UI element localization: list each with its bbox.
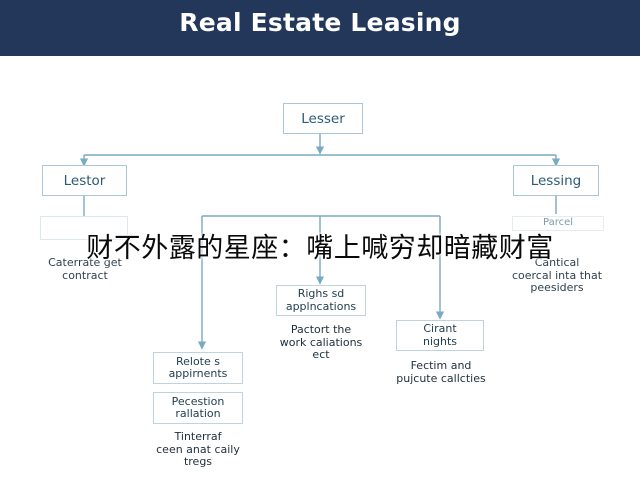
title-banner: Real Estate Leasing xyxy=(0,0,640,56)
node-recession-relation: Pecestion rallation xyxy=(153,392,243,424)
node-lestor: Lestor xyxy=(42,165,127,196)
node-current-rights: Cirant nights xyxy=(396,320,484,351)
lessing-note: Cantical coercal inta that peesiders xyxy=(511,256,603,294)
node-lessing: Lessing xyxy=(513,165,599,196)
node-lesser: Lesser xyxy=(283,103,363,134)
lestor-note: Caterrate get contract xyxy=(48,256,122,282)
overlay-caption: 财不外露的星座：嘴上喊穷却暗藏财富 xyxy=(86,233,554,264)
node-relate-appointments: Relote s appirnents xyxy=(153,352,243,384)
lessing-sub-box: Parcel xyxy=(512,216,604,231)
page-title: Real Estate Leasing xyxy=(179,8,461,37)
rights-note: Pactort the work caliations ect xyxy=(279,323,363,361)
recession-note: Tinterraf ceen anat caily tregs xyxy=(156,430,240,468)
current-note: Fectim and pujcute callcties xyxy=(396,359,486,385)
lestor-sub-box xyxy=(40,216,128,240)
node-rights-applications: Righs sd applncations xyxy=(276,285,366,316)
